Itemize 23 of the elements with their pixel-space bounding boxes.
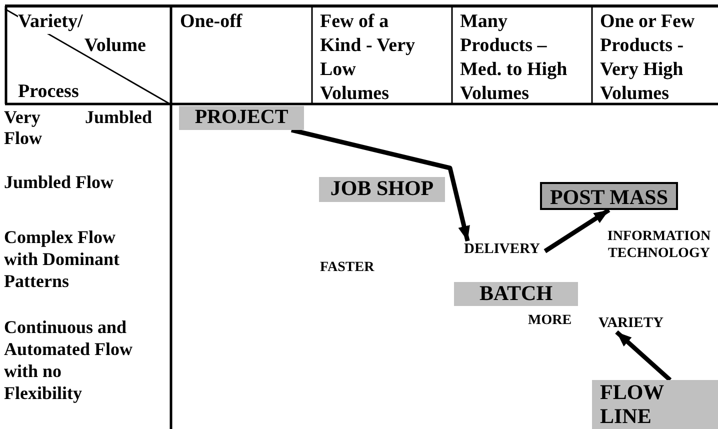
arrow [544,208,610,254]
arrow [290,128,470,242]
annotation-text: INFORMATION TECHNOLOGY [606,228,712,262]
row-header: Very Jumbled Flow [4,107,152,149]
row-header: Complex Flow with Dominant Patterns [4,226,121,292]
flow-label: DELIVERY [459,241,545,258]
column-header: Many Products – Med. to High Volumes [460,10,568,106]
row-header: Continuous and Automated Flow with no Flexibility [4,316,134,404]
column-header: Process [18,80,80,104]
process-box: PROJECT [179,106,304,130]
process-box: BATCH [454,282,578,306]
column-header: Volume [83,34,146,58]
column-header: Few of a Kind - Very Low Volumes [320,10,416,106]
column-header: One-off [180,10,244,34]
row-header: Jumbled Flow [4,172,115,193]
flow-label: VARIETY [595,315,667,332]
process-box: JOB SHOP [319,177,445,202]
process-box: FLOW LINE [592,380,718,429]
column-header: One or Few Products - Very High Volumes [600,10,696,106]
annotation-text: FASTER [320,260,376,276]
process-box: POST MASS [540,182,678,210]
annotation-text: MORE [528,313,573,329]
arrow [615,330,672,382]
